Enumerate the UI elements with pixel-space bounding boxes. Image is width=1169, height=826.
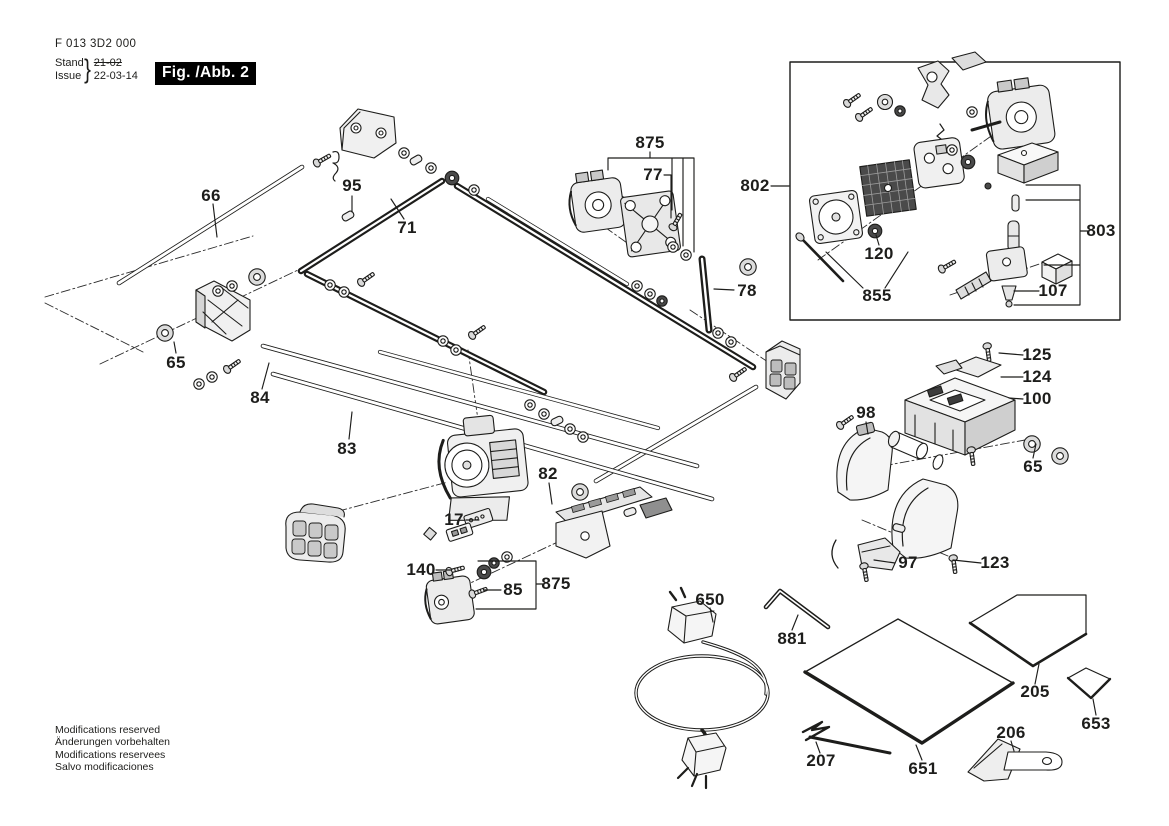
modifications-notice-line: Modifications reserved [55, 724, 161, 736]
revision-brace: } [83, 54, 91, 85]
part-label-97: 97 [898, 553, 918, 572]
revision-block: Stand Issue } 21-02 22-03-14 [55, 54, 138, 85]
clip-tool-207 [801, 720, 892, 755]
part-label-206: 206 [996, 723, 1026, 742]
revision-label-de: Stand [55, 57, 84, 70]
scraper-206 [967, 738, 1063, 782]
part-label-84: 84 [250, 388, 270, 407]
power-cord-650 [634, 586, 770, 790]
modifications-notice-line: Modifications reservees [55, 748, 166, 761]
part-label-651: 651 [908, 759, 938, 778]
corner-bracket-right [765, 340, 801, 400]
part-label-875: 875 [635, 133, 665, 152]
part-label-207: 207 [806, 751, 836, 770]
stepper-motor-bottom [424, 569, 475, 625]
part-label-881: 881 [777, 629, 807, 648]
part-label-124: 124 [1022, 367, 1052, 386]
part-label-65: 65 [1023, 457, 1043, 476]
document-number: F 013 3D2 000 [55, 38, 137, 50]
part-label-83: 83 [337, 439, 357, 458]
part-label-855: 855 [862, 286, 892, 305]
rail-block-82 [555, 486, 673, 559]
part-label-205: 205 [1020, 682, 1050, 701]
part-label-100: 100 [1022, 389, 1052, 408]
subassembly-box-802 [789, 51, 1121, 321]
part-label-803: 803 [1086, 221, 1116, 240]
revision-label-en: Issue [55, 69, 82, 82]
part-label-78: 78 [737, 281, 757, 300]
part-label-653: 653 [1081, 714, 1111, 733]
modifications-notice-line: Salvo modificaciones [55, 761, 154, 774]
sheet-205 [968, 594, 1088, 668]
part-label-77: 77 [643, 165, 663, 184]
modifications-notice-line: Änderungen vorbehalten [55, 736, 171, 749]
figure-badge: Fig. /Abb. 2 [155, 62, 257, 85]
part-label-875: 875 [541, 574, 571, 593]
part-label-98: 98 [856, 403, 876, 422]
part-label-17: 17 [444, 510, 464, 529]
part-label-71: 71 [397, 218, 417, 237]
corner-bracket-top-left [332, 108, 397, 182]
revision-old-date: 21-02 [93, 57, 122, 70]
motor-and-plate-top [568, 169, 681, 258]
leader-lines [173, 151, 1097, 761]
idler-bracket-left [195, 280, 251, 342]
part-label-140: 140 [406, 560, 436, 579]
title-block: F 013 3D2 000 Stand Issue } 21-02 22-03-… [55, 38, 138, 85]
revision-date: 22-03-14 [93, 69, 138, 82]
sheet-653 [1066, 667, 1112, 700]
part-label-107: 107 [1038, 281, 1068, 300]
part-label-85: 85 [503, 580, 523, 599]
build-plate-651 [803, 618, 1015, 745]
corner-cover [285, 503, 346, 563]
part-label-123: 123 [980, 553, 1010, 572]
part-label-120: 120 [864, 244, 894, 263]
part-label-95: 95 [342, 176, 362, 195]
part-label-802: 802 [740, 176, 770, 195]
part-label-650: 650 [695, 590, 725, 609]
part-label-66: 66 [201, 186, 221, 205]
part-label-65: 65 [166, 353, 186, 372]
print-head-carriage [437, 414, 529, 521]
roller-carrier-assembly [831, 341, 1069, 583]
chip-parts-17 [423, 507, 494, 542]
part-label-125: 125 [1022, 345, 1052, 364]
hex-key-881 [763, 588, 831, 630]
part-label-82: 82 [538, 464, 558, 483]
